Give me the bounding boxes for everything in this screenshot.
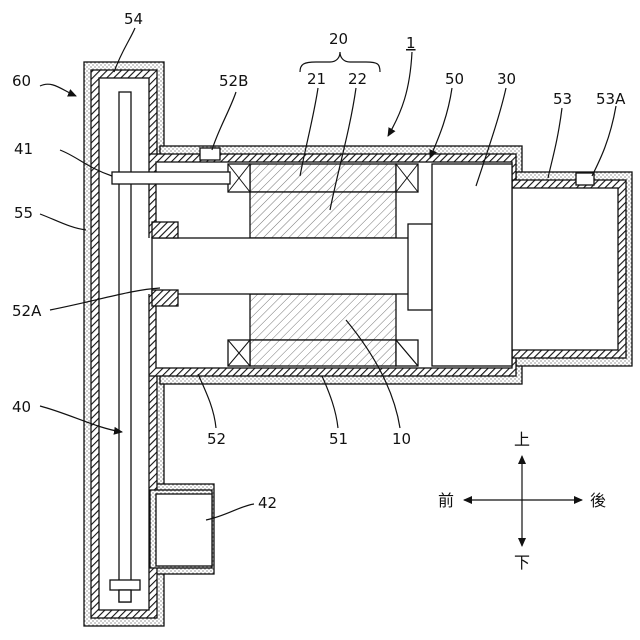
direction-up-label: 上 [514, 430, 530, 449]
label-51: 51 [329, 430, 348, 448]
bearing-bottom-right [396, 340, 418, 366]
label-22: 22 [348, 70, 367, 88]
label-30: 30 [497, 70, 516, 88]
direction-down-label: 下 [514, 553, 530, 572]
label-55: 55 [14, 204, 33, 222]
label-50: 50 [445, 70, 464, 88]
label-41: 41 [14, 140, 33, 158]
bearing-bottom-left [228, 340, 250, 366]
label-1: 1 [406, 34, 416, 52]
label-10: 10 [392, 430, 411, 448]
direction-indicator: 上 下 前 後 [438, 430, 606, 572]
label-60: 60 [12, 72, 31, 90]
label-20: 20 [329, 30, 348, 48]
direction-back-label: 後 [590, 491, 606, 510]
label-52b: 52B [219, 72, 248, 90]
label-54: 54 [124, 10, 143, 28]
label-21: 21 [307, 70, 326, 88]
bearing-top-left [228, 164, 250, 192]
label-40: 40 [12, 398, 31, 416]
label-52a: 52A [12, 302, 42, 320]
label-53: 53 [553, 90, 572, 108]
port-42 [156, 494, 212, 566]
component-30 [432, 164, 512, 366]
pin-41 [112, 172, 230, 184]
direction-front-label: 前 [438, 491, 454, 510]
bearing-top-right [396, 164, 418, 192]
label-53a: 53A [596, 90, 626, 108]
label-52: 52 [207, 430, 226, 448]
label-42: 42 [258, 494, 277, 512]
